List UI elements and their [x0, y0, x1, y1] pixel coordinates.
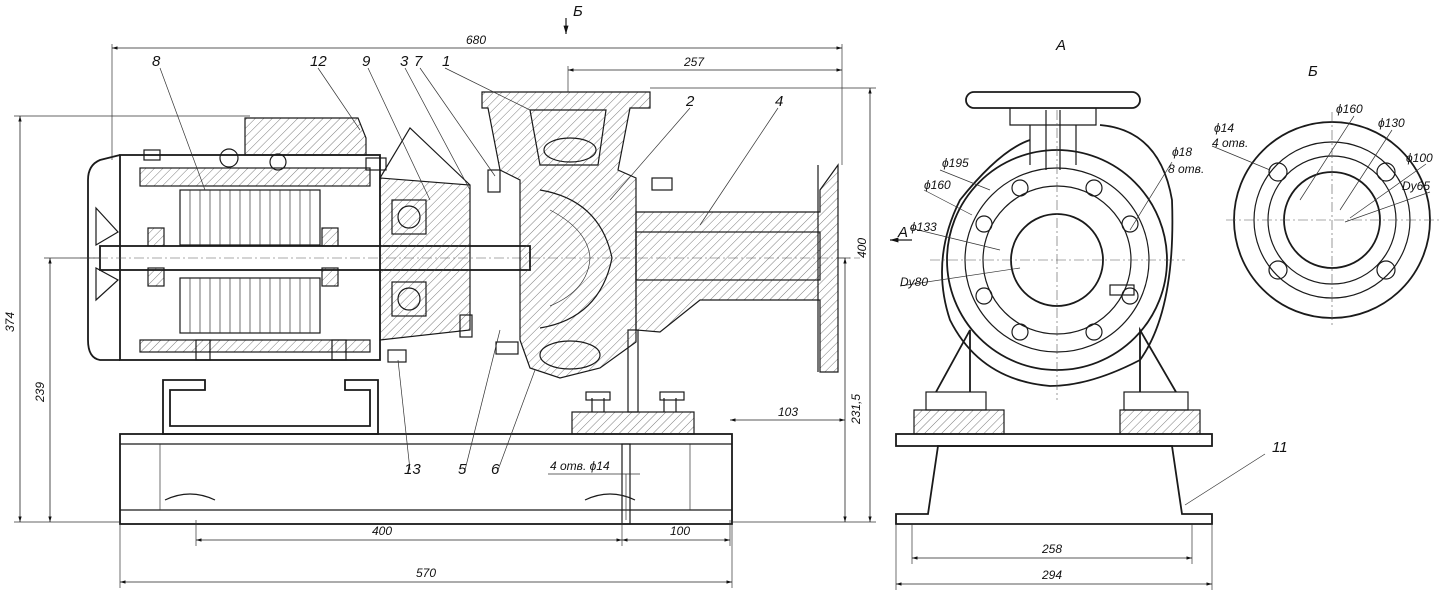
bearing-housing — [379, 127, 471, 341]
dim-outlet-height: 400 — [855, 238, 869, 258]
view-a-arrow-label: А — [897, 224, 908, 241]
dim-width-inner: 258 — [1041, 542, 1062, 556]
view-a-front: А — [890, 37, 1213, 590]
part-number-12: 12 — [310, 53, 327, 70]
part-number-6: 6 — [491, 461, 500, 478]
view-a-title: А — [1055, 37, 1066, 54]
flange-b-d14: ϕ14 — [1214, 121, 1234, 135]
view-b-flange: Б ϕ14 4 отв. ϕ160 ϕ130 ϕ100 Dy65 — [1211, 63, 1440, 325]
part-number-2: 2 — [685, 93, 695, 110]
dim-base-length: 570 — [416, 566, 436, 580]
pump-volute-casing — [481, 91, 651, 379]
dim-overall-length: 680 — [466, 33, 486, 47]
flange-a-d195: ϕ195 — [942, 156, 969, 170]
flange-b-d100: ϕ100 — [1406, 151, 1433, 165]
part-number-7: 7 — [414, 53, 423, 70]
part-number-4: 4 — [775, 93, 783, 110]
flange-a-d160: ϕ160 — [924, 178, 951, 192]
part-leaders — [159, 67, 1266, 506]
dim-foot-end: 100 — [670, 524, 690, 538]
part-number-11: 11 — [1272, 439, 1288, 456]
suction-pipe — [635, 163, 839, 373]
dim-shaft-height: 239 — [33, 382, 47, 403]
part-number-13: 13 — [404, 461, 421, 478]
section-b-label: Б — [573, 3, 583, 20]
dim-total-height: 374 — [3, 312, 17, 332]
base-frame — [119, 433, 733, 525]
flange-a-holes: ϕ18 — [1172, 145, 1192, 159]
dim-width-outer: 294 — [1041, 568, 1062, 582]
part-number-8: 8 — [152, 53, 161, 70]
flange-b-dy65: Dy65 — [1402, 179, 1430, 193]
dimension-lines — [14, 44, 876, 588]
flange-b-d160: ϕ160 — [1336, 102, 1363, 116]
flange-a-d133: ϕ133 — [910, 220, 937, 234]
part-number-9: 9 — [362, 53, 371, 70]
fasteners — [143, 149, 673, 363]
flange-b-holes-count: 4 отв. — [1212, 136, 1248, 150]
dim-base-height: 231,5 — [849, 394, 863, 425]
motor-pedestal — [162, 379, 379, 435]
flange-b-d130: ϕ130 — [1378, 116, 1405, 130]
dim-foot-spacing: 400 — [372, 524, 392, 538]
dim-outlet-offset: 257 — [683, 55, 705, 69]
pump-foot — [571, 329, 695, 435]
dim-foot-offset: 103 — [778, 405, 798, 419]
view-b-title: Б — [1308, 63, 1318, 80]
dim-hole-spec: 4 отв. ϕ14 — [550, 459, 610, 473]
flange-a-dy80: Dy80 — [900, 275, 928, 289]
part-number-3: 3 — [400, 53, 409, 70]
flange-a-holes-count: 8 отв. — [1168, 162, 1204, 176]
electric-motor — [87, 117, 381, 361]
side-section-view: 8 12 9 3 7 1 2 4 13 5 6 11 Б — [3, 3, 1288, 588]
part-number-1: 1 — [442, 53, 450, 70]
part-number-5: 5 — [458, 461, 467, 478]
